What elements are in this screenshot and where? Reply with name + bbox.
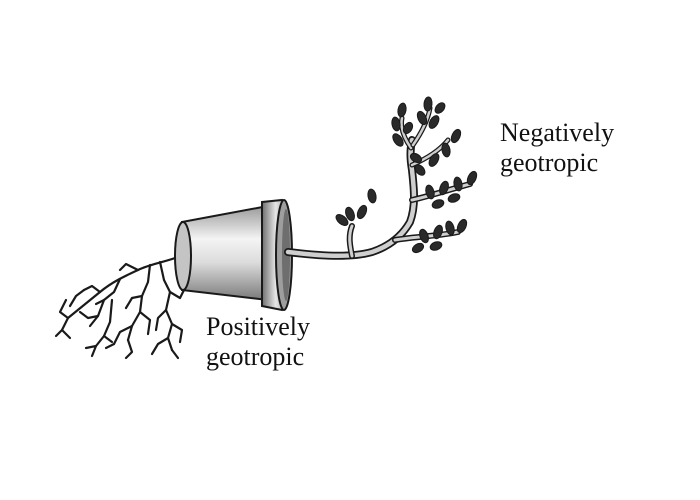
positive-label-line1: Positively [206,312,311,341]
leaves [335,96,478,254]
negative-label-line1: Negatively [500,118,615,147]
roots [54,255,192,360]
flower-pot [174,198,293,312]
positive-label-line2: geotropic [206,342,305,371]
positively-geotropic-label: Positively geotropic [206,312,310,372]
shoot [284,96,478,260]
negatively-geotropic-label: Negatively geotropic [500,118,614,178]
negative-label-line2: geotropic [500,148,599,177]
